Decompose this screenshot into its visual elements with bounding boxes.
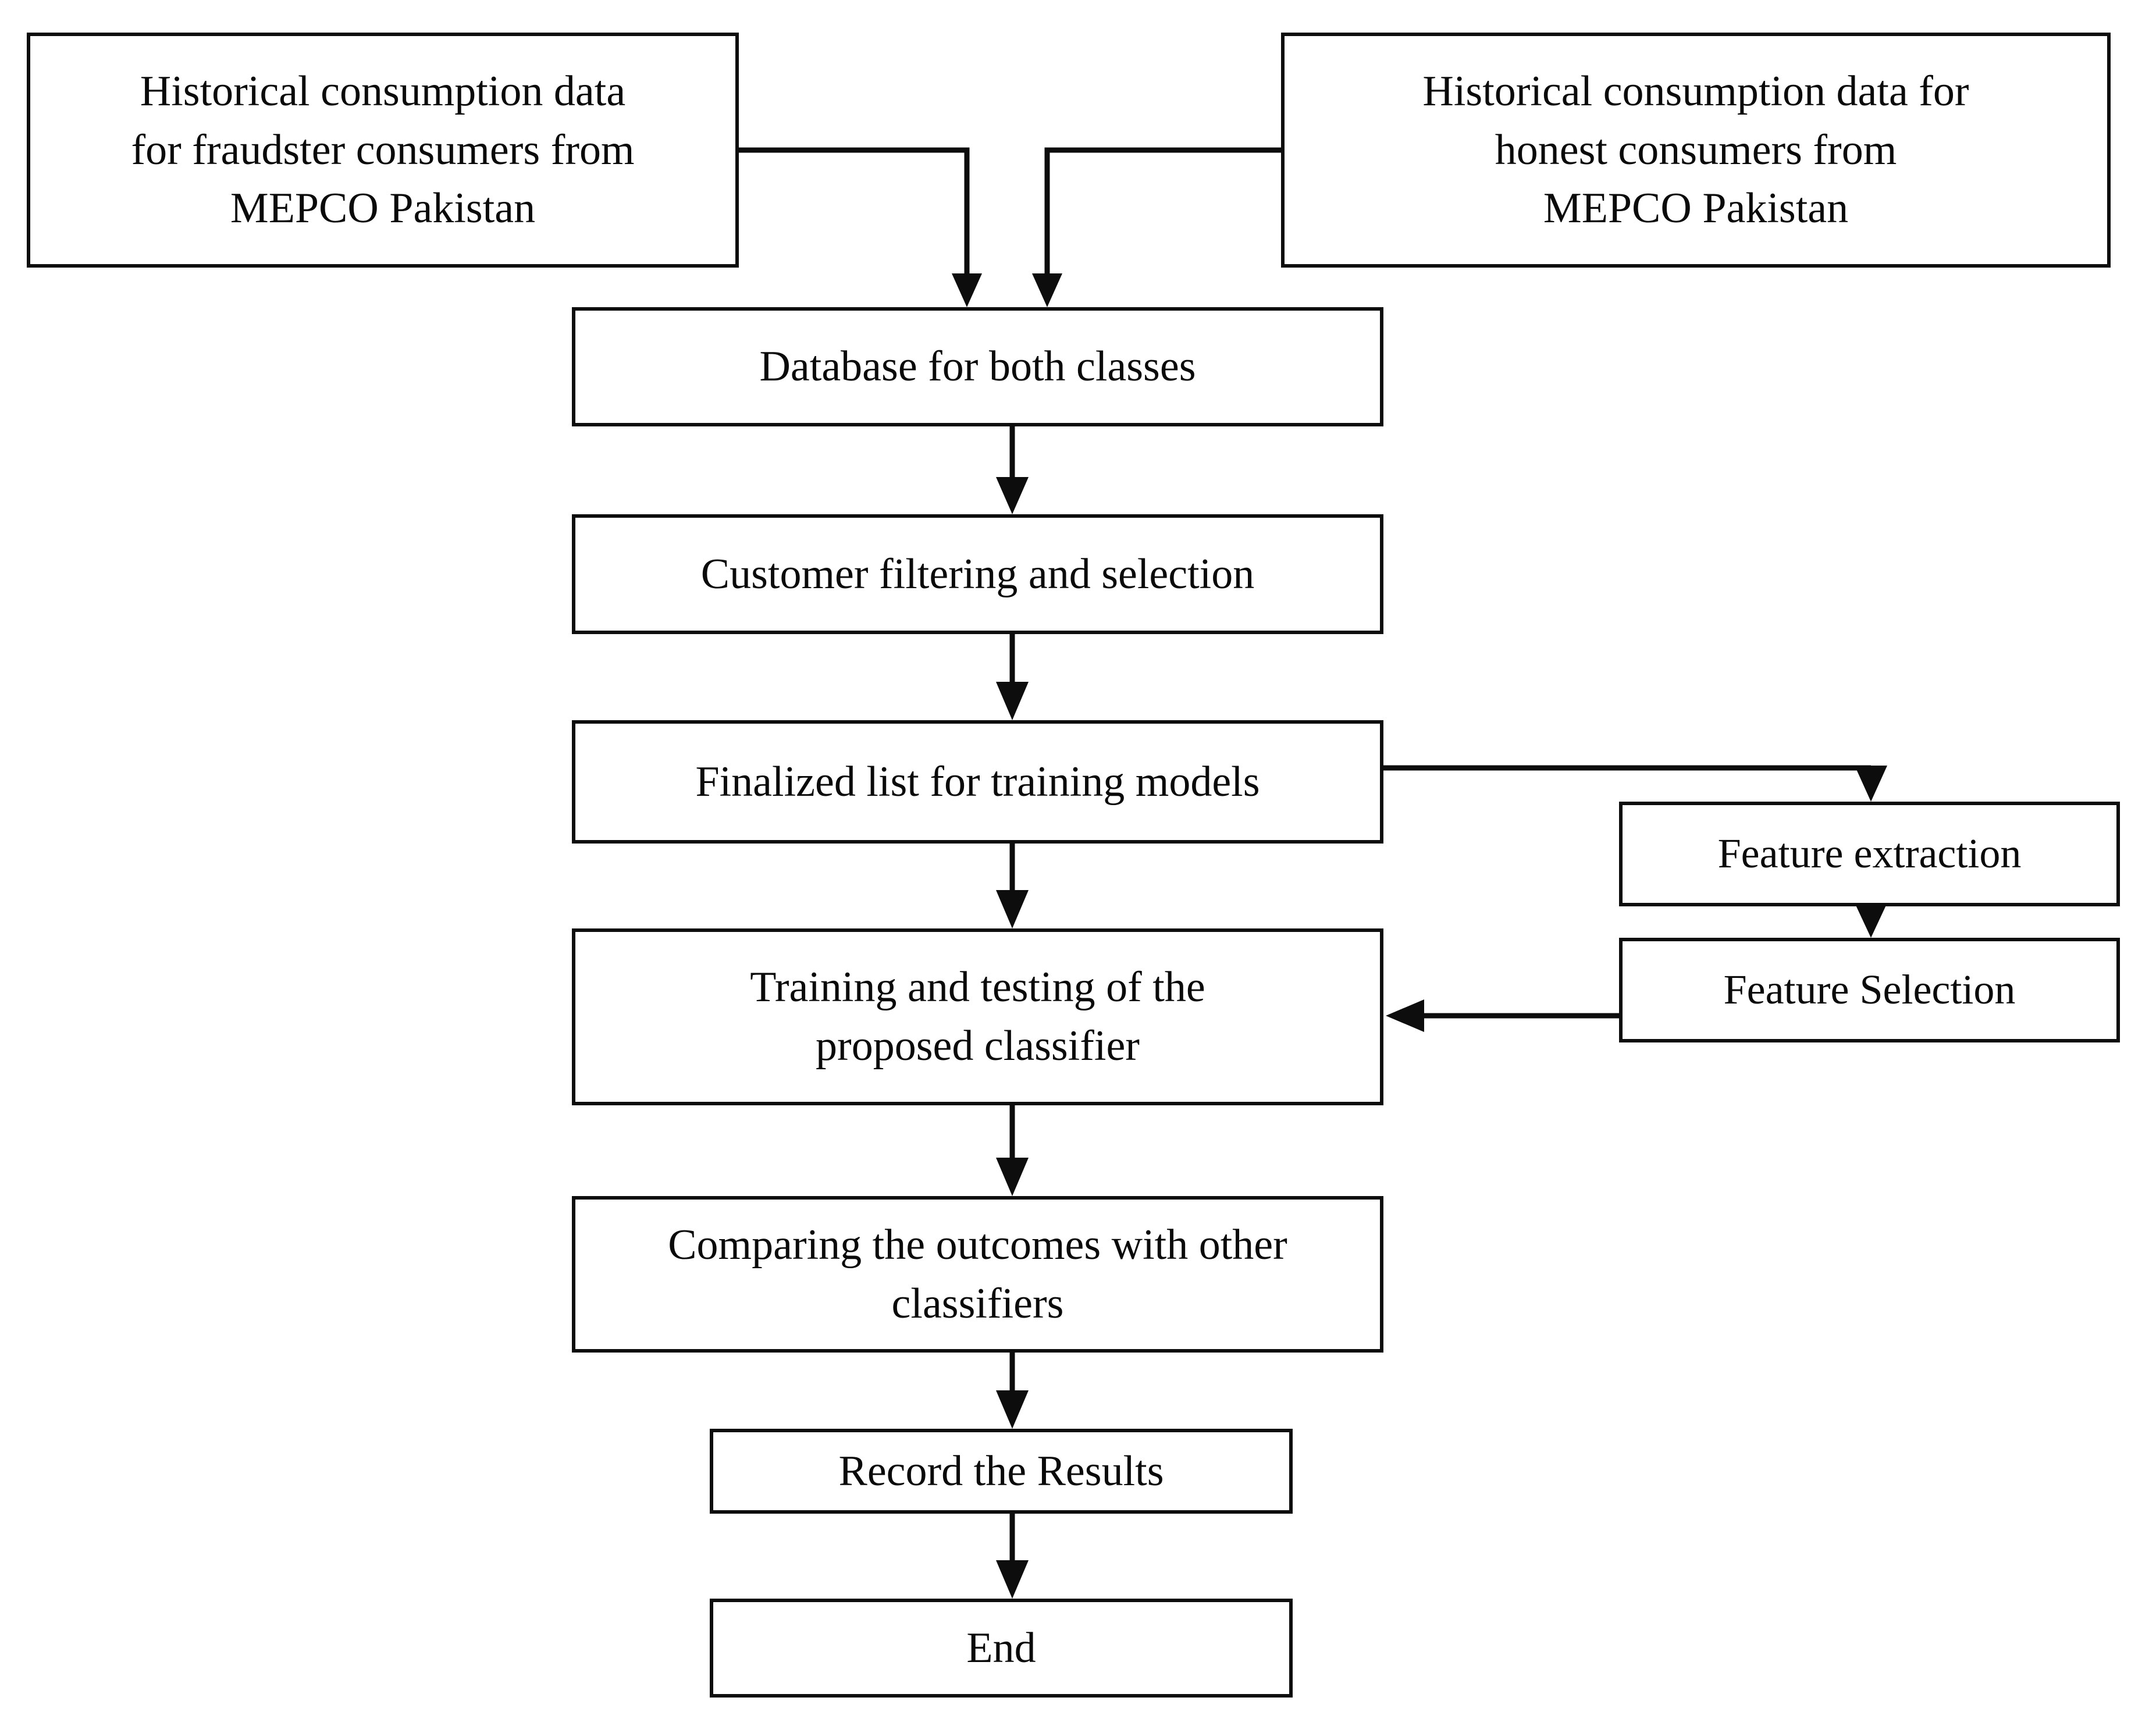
edge-honest-to-database: [1032, 147, 1281, 307]
edge-finalized-list-to-training-testing: [996, 844, 1029, 928]
node-feature-extraction-label: Feature extraction: [1717, 830, 2022, 877]
edge-training-testing-to-comparing-outcomes: [996, 1105, 1029, 1196]
node-end-label: End: [966, 1624, 1036, 1672]
edge-record-results-to-end: [996, 1514, 1029, 1599]
edge-fraudster-to-database: [739, 147, 982, 307]
node-customer-filtering[interactable]: Customer filtering and selection: [572, 514, 1383, 634]
edge-database-to-customer-filtering: [996, 426, 1029, 514]
node-feature-selection-label: Feature Selection: [1723, 966, 2016, 1013]
edge-customer-filtering-to-finalized-list: [996, 634, 1029, 720]
node-feature-selection[interactable]: Feature Selection: [1619, 938, 2120, 1042]
node-fraudster-data-label: Historical consumption data for fraudste…: [131, 67, 635, 233]
node-finalized-list-label: Finalized list for training models: [695, 757, 1260, 806]
node-comparing-outcomes-label: Comparing the outcomes with other classi…: [668, 1220, 1287, 1328]
node-finalized-list[interactable]: Finalized list for training models: [572, 720, 1383, 844]
edge-feature-selection-to-training-testing: [1386, 999, 1619, 1032]
edge-finalized-list-to-feature-extraction: [1383, 765, 1887, 802]
edge-feature-extraction-to-feature-selection: [1855, 903, 1887, 938]
node-comparing-outcomes[interactable]: Comparing the outcomes with other classi…: [572, 1196, 1383, 1353]
node-database-label: Database for both classes: [759, 343, 1196, 391]
node-honest-data[interactable]: Historical consumption data for honest c…: [1281, 33, 2111, 268]
node-fraudster-data[interactable]: Historical consumption data for fraudste…: [27, 33, 739, 268]
edge-comparing-outcomes-to-record-results: [996, 1353, 1029, 1429]
node-customer-filtering-label: Customer filtering and selection: [700, 550, 1255, 598]
node-feature-extraction[interactable]: Feature extraction: [1619, 802, 2120, 906]
node-database[interactable]: Database for both classes: [572, 307, 1383, 426]
node-honest-data-label: Historical consumption data for honest c…: [1422, 67, 1969, 233]
node-record-results-label: Record the Results: [838, 1447, 1164, 1495]
node-training-testing[interactable]: Training and testing of the proposed cla…: [572, 928, 1383, 1105]
node-record-results[interactable]: Record the Results: [710, 1429, 1293, 1514]
node-end[interactable]: End: [710, 1599, 1293, 1698]
node-training-testing-label: Training and testing of the proposed cla…: [750, 963, 1205, 1070]
